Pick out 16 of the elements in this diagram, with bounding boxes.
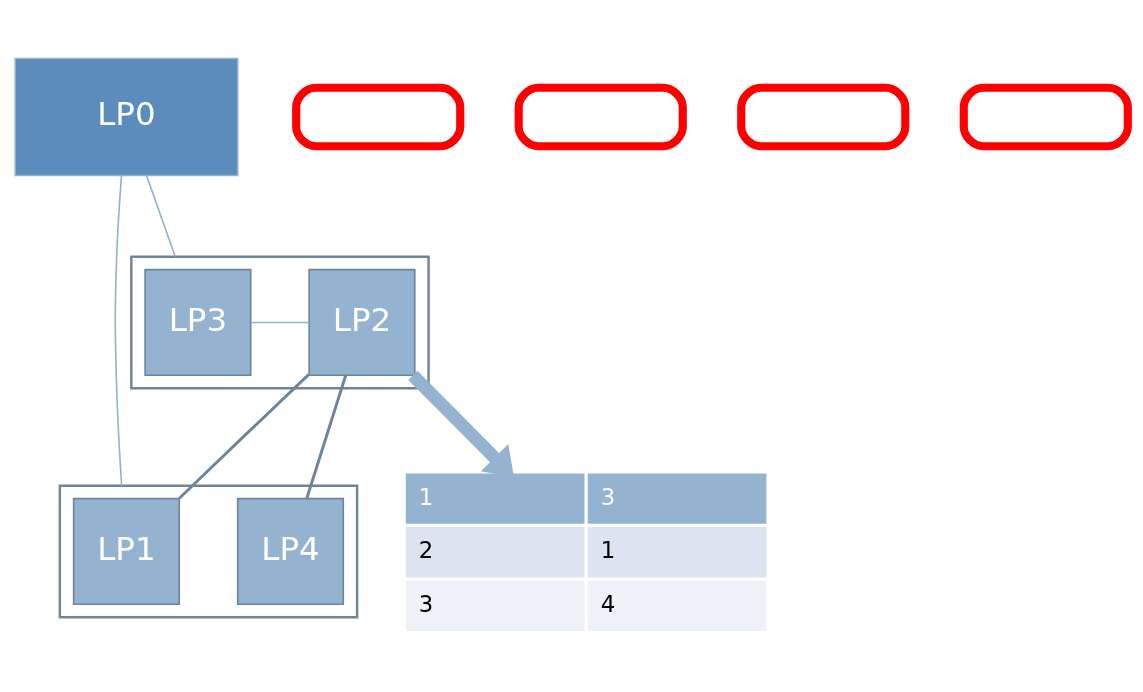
node-box	[292, 83, 465, 151]
connector	[305, 374, 348, 499]
connector	[178, 373, 310, 500]
node-box: LP0	[14, 57, 239, 177]
node-box	[737, 83, 910, 151]
node-box: LP2	[308, 268, 416, 377]
node-box: LP3	[144, 268, 252, 377]
node-box	[959, 83, 1132, 151]
connector	[114, 174, 123, 487]
node-box: LP1	[72, 497, 181, 606]
connector	[250, 321, 310, 324]
node-box: LP4	[236, 497, 345, 606]
cluster	[130, 255, 430, 390]
node-box	[514, 83, 687, 151]
connector	[145, 174, 177, 258]
cluster	[58, 484, 359, 619]
